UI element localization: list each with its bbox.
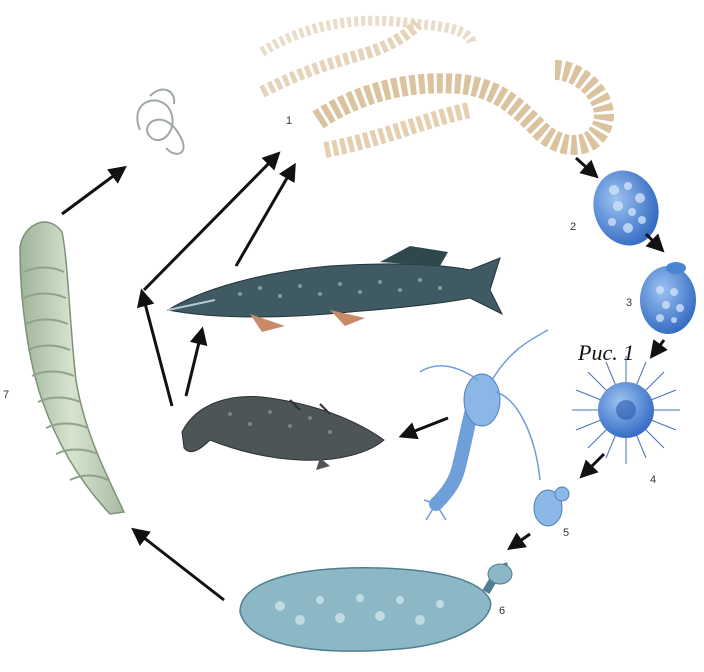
procercoid-stage-5 bbox=[534, 487, 569, 526]
stage-label-2: 2 bbox=[570, 221, 576, 233]
stage-label-4: 4 bbox=[650, 474, 656, 486]
figure-caption: Рис. 1 bbox=[577, 340, 634, 365]
egg-stage-3 bbox=[640, 262, 696, 334]
stage-label-1: 1 bbox=[286, 115, 292, 127]
pike-fish bbox=[168, 246, 502, 332]
stage-label-7: 7 bbox=[3, 389, 9, 401]
larva-stage-7 bbox=[20, 222, 124, 514]
plerocercoid-worm-small bbox=[137, 90, 183, 154]
burbot-fish bbox=[182, 396, 384, 470]
plerocercoid-stage-6 bbox=[240, 564, 512, 651]
stage-label-6: 6 bbox=[499, 605, 505, 617]
stage-label-3: 3 bbox=[626, 297, 632, 309]
egg-stage-2 bbox=[584, 162, 668, 254]
stage-label-5: 5 bbox=[563, 527, 569, 539]
adult-tapeworm bbox=[262, 21, 604, 150]
coracidium-stage-4 bbox=[572, 356, 680, 464]
copepod-host bbox=[420, 330, 548, 520]
